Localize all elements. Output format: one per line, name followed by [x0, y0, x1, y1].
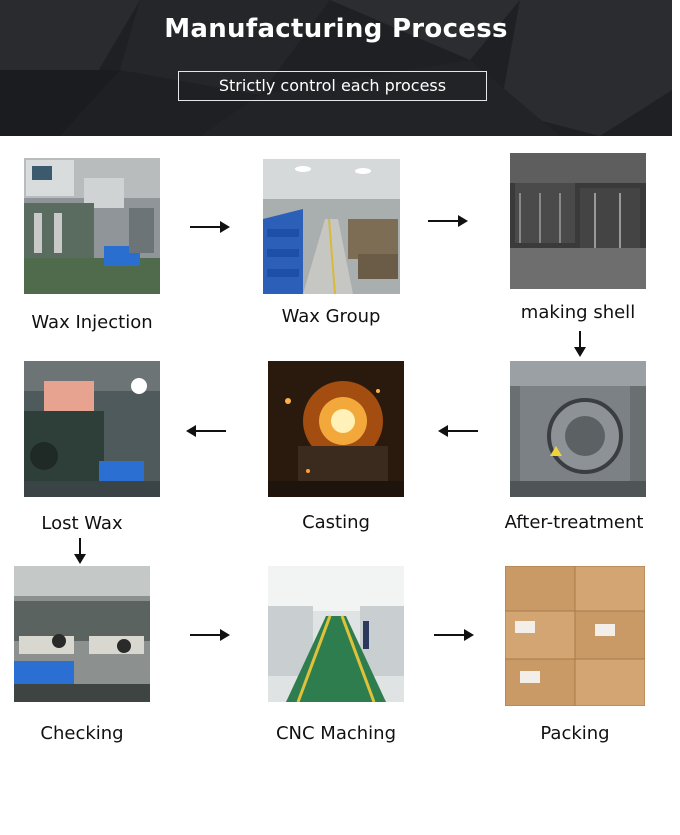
wax-injection-photo — [24, 158, 160, 294]
page-title: Manufacturing Process — [164, 14, 508, 44]
step-label-making-shell: making shell — [520, 302, 636, 323]
casting-photo — [268, 361, 404, 497]
arrow-down-icon — [574, 331, 586, 357]
step-label-wax-injection: Wax Injection — [31, 312, 153, 333]
lost-wax-photo — [24, 361, 160, 497]
arrow-left-icon — [186, 425, 226, 437]
header-banner: Manufacturing Process Strictly control e… — [0, 0, 672, 136]
cnc-maching-photo — [268, 566, 404, 702]
step-label-cnc-maching: CNC Maching — [275, 723, 397, 744]
arrow-right-icon — [190, 221, 230, 233]
wax-group-photo — [263, 159, 400, 294]
checking-photo — [14, 566, 150, 702]
step-label-after-treatment: After-treatment — [504, 512, 644, 533]
arrow-down-icon — [74, 538, 86, 564]
subtitle-box: Strictly control each process — [178, 71, 487, 101]
arrow-left-icon — [438, 425, 478, 437]
after-treatment-photo — [510, 361, 646, 497]
step-label-casting: Casting — [302, 512, 370, 533]
making-shell-photo — [510, 153, 646, 289]
banner-background-shapes — [0, 0, 672, 136]
step-label-checking: Checking — [40, 723, 124, 744]
arrow-right-icon — [190, 629, 230, 641]
arrow-right-icon — [434, 629, 474, 641]
step-label-wax-group: Wax Group — [281, 306, 381, 327]
step-label-packing: Packing — [540, 723, 610, 744]
step-label-lost-wax: Lost Wax — [41, 513, 123, 534]
arrow-right-icon — [428, 215, 468, 227]
packing-photo — [505, 566, 645, 706]
